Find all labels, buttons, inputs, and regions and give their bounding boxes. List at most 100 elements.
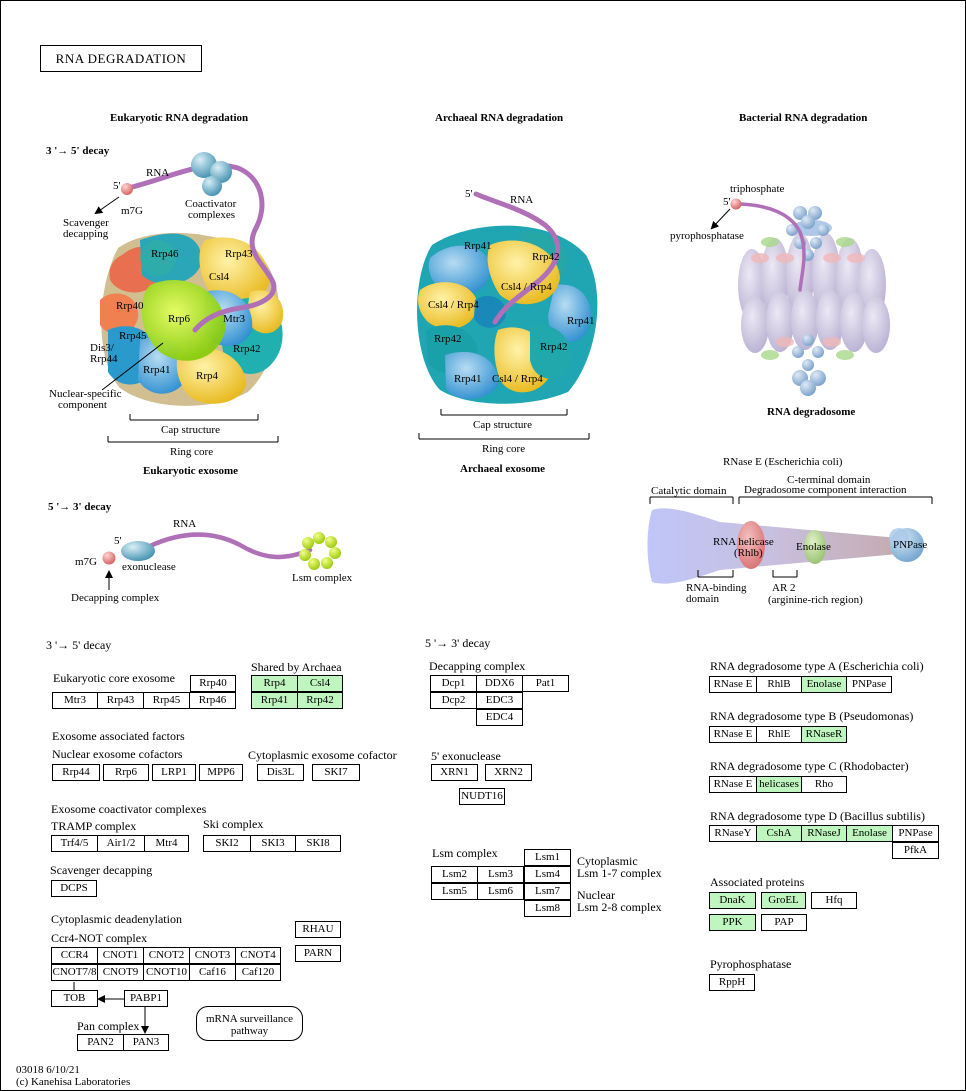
gene-lsm6[interactable]: Lsm6	[477, 883, 524, 900]
eukaryotic-exosome-illustration	[100, 232, 284, 406]
gene-rrp41[interactable]: Rrp41	[251, 692, 298, 709]
euk-rrp40: Rrp40	[116, 300, 144, 312]
gene-edc3[interactable]: EDC3	[476, 692, 523, 709]
complexes-label: complexes	[188, 209, 236, 221]
gene-cnot3[interactable]: CNOT3	[189, 947, 236, 964]
gene-pnpase-d[interactable]: PNPase	[892, 825, 939, 842]
cyto-cof-label: Cytoplasmic exosome cofactor	[248, 748, 397, 762]
gene-lsm8[interactable]: Lsm8	[524, 900, 571, 917]
gene-tob[interactable]: TOB	[51, 990, 98, 1007]
decapping53-label: Decapping complex	[71, 592, 160, 604]
footer-copyright: (c) Kanehisa Laboratories	[16, 1076, 131, 1088]
gene-rhlb-a[interactable]: RhlB	[756, 676, 802, 693]
gene-pan2[interactable]: PAN2	[77, 1034, 124, 1051]
arch-csl4-c: Csl4 / Rrp4	[492, 373, 543, 385]
argrich-label: (arginine-rich region)	[768, 594, 863, 606]
gene-xrn2[interactable]: XRN2	[485, 764, 532, 781]
gene-pnpase-a[interactable]: PNPase	[846, 676, 892, 693]
gene-ski3[interactable]: SKI3	[250, 835, 296, 852]
arch-rrp41-c: Rrp41	[454, 373, 482, 385]
gene-dcp1[interactable]: Dcp1	[430, 675, 477, 692]
gene-ddx6[interactable]: DDX6	[476, 675, 523, 692]
gene-rrp43[interactable]: Rrp43	[97, 692, 144, 709]
gene-rpph[interactable]: RppH	[709, 974, 755, 991]
gene-xrn1[interactable]: XRN1	[431, 764, 478, 781]
gene-rhle-b[interactable]: RhlE	[756, 726, 802, 743]
gene-rnaser-b[interactable]: RNaseR	[801, 726, 847, 743]
gene-dcp2[interactable]: Dcp2	[430, 692, 477, 709]
mrna-surv-line2: pathway	[230, 1025, 269, 1037]
gene-dis3l[interactable]: Dis3L	[257, 764, 304, 781]
rnabinding-label: RNA-binding	[686, 582, 747, 594]
gene-rrp45[interactable]: Rrp45	[143, 692, 190, 709]
gene-ski7[interactable]: SKI7	[312, 764, 360, 781]
gene-cnot4[interactable]: CNOT4	[235, 947, 281, 964]
ar2-label: AR 2	[772, 582, 796, 594]
gene-edc4[interactable]: EDC4	[476, 709, 523, 726]
gene-rnase-e-b[interactable]: RNase E	[709, 726, 757, 743]
gene-nudt16[interactable]: NUDT16	[459, 788, 505, 805]
gene-dcps[interactable]: DCPS	[51, 880, 97, 897]
gene-rrp46[interactable]: Rrp46	[189, 692, 236, 709]
gene-helicases-c[interactable]: helicases	[756, 776, 802, 793]
gene-pat1[interactable]: Pat1	[522, 675, 569, 692]
gene-ski2[interactable]: SKI2	[203, 835, 251, 852]
gene-ccr4[interactable]: CCR4	[51, 947, 98, 964]
gene-dnak[interactable]: DnaK	[709, 892, 756, 909]
gene-rrp40[interactable]: Rrp40	[190, 675, 236, 692]
gene-cnot2[interactable]: CNOT2	[143, 947, 190, 964]
lsm-ring	[299, 532, 341, 570]
gene-rnasey-d[interactable]: RNaseY	[709, 825, 757, 842]
tramp-label: TRAMP complex	[51, 819, 137, 833]
gene-csha-d[interactable]: CshA	[756, 825, 802, 842]
exonuclease-shape	[121, 541, 155, 561]
gene-pabp1[interactable]: PABP1	[124, 990, 168, 1007]
gene-hfq[interactable]: Hfq	[811, 892, 857, 909]
gene-lsm1[interactable]: Lsm1	[524, 849, 571, 866]
bact-heading: Bacterial RNA degradation	[739, 112, 868, 124]
gene-mpp6[interactable]: MPP6	[199, 764, 243, 781]
gene-air12[interactable]: Air1/2	[97, 835, 145, 852]
gene-mtr3[interactable]: Mtr3	[52, 692, 98, 709]
gene-trf45[interactable]: Trf4/5	[51, 835, 98, 852]
gene-parn[interactable]: PARN	[295, 945, 341, 962]
gene-ppk[interactable]: PPK	[709, 914, 756, 931]
gene-cnot78[interactable]: CNOT7/8	[51, 964, 98, 981]
gene-cnot9[interactable]: CNOT9	[97, 964, 144, 981]
decap-cx-label: Decapping complex	[429, 659, 526, 673]
triphosphate-cap	[730, 198, 742, 210]
gene-lsm7[interactable]: Lsm7	[524, 883, 571, 900]
gene-lrp1[interactable]: LRP1	[152, 764, 196, 781]
gene-pfka-d[interactable]: PfkA	[892, 842, 939, 859]
gene-rrp42[interactable]: Rrp42	[297, 692, 343, 709]
nuc-cof-label: Nuclear exosome cofactors	[52, 747, 183, 761]
gene-lsm4[interactable]: Lsm4	[524, 866, 571, 883]
euk-core-label: Eukaryotic core exosome	[53, 671, 175, 685]
gene-rnasej-d[interactable]: RNaseJ	[801, 825, 847, 842]
gene-rrp6[interactable]: Rrp6	[103, 764, 149, 781]
gene-cnot10[interactable]: CNOT10	[143, 964, 190, 981]
gene-rnase-e-a[interactable]: RNase E	[709, 676, 757, 693]
gene-groel[interactable]: GroEL	[761, 892, 806, 909]
gene-pap[interactable]: PAP	[761, 914, 807, 931]
gene-rho-c[interactable]: Rho	[801, 776, 847, 793]
mrna-surveillance-link[interactable]: mRNA surveillance pathway	[196, 1006, 303, 1041]
gene-lsm2[interactable]: Lsm2	[431, 866, 478, 883]
gene-rrp4[interactable]: Rrp4	[251, 675, 298, 692]
gene-rnase-e-c[interactable]: RNase E	[709, 776, 757, 793]
gene-lsm3[interactable]: Lsm3	[477, 866, 524, 883]
gene-cnot1[interactable]: CNOT1	[97, 947, 144, 964]
gene-rhau[interactable]: RHAU	[295, 921, 341, 938]
gene-caf16[interactable]: Caf16	[189, 964, 236, 981]
gene-mtr4[interactable]: Mtr4	[144, 835, 189, 852]
gene-enolase-a[interactable]: Enolase	[801, 676, 847, 693]
archaeal-rna-strand	[473, 191, 561, 325]
gene-enolase-d[interactable]: Enolase	[846, 825, 893, 842]
gene-rrp44[interactable]: Rrp44	[52, 764, 100, 781]
gene-pan3[interactable]: PAN3	[123, 1034, 169, 1051]
gene-ski8[interactable]: SKI8	[295, 835, 341, 852]
gene-csl4[interactable]: Csl4	[297, 675, 343, 692]
gene-lsm5[interactable]: Lsm5	[431, 883, 478, 900]
gene-caf120[interactable]: Caf120	[235, 964, 281, 981]
euk-rrp46: Rrp46	[151, 248, 179, 260]
